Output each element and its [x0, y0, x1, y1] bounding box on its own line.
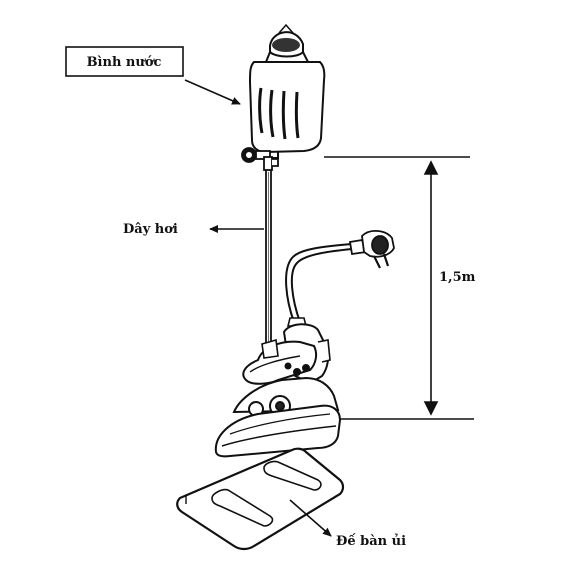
water-bottle [248, 23, 326, 159]
height-label: 1,5m [439, 270, 476, 285]
water-bottle-label: Bình nước [87, 55, 162, 70]
steam-hose [265, 170, 272, 343]
water-bottle-arrow [184, 79, 241, 105]
power-cord [285, 243, 353, 327]
steam-iron [214, 323, 342, 458]
water-bottle-label-group: Bình nước [65, 46, 184, 77]
dimension-arrow-up [423, 160, 439, 175]
steam-hose-label: Dây hơi [123, 222, 178, 237]
valve [241, 147, 279, 171]
dimension-arrow-down [423, 401, 439, 416]
water-bottle-label-box [65, 46, 184, 77]
iron-base [176, 447, 345, 551]
iron-base-arrow [289, 499, 332, 537]
height-dimension [322, 156, 474, 420]
plug-icon [348, 230, 395, 269]
iron-base-label: Đế bàn ủi [336, 533, 406, 549]
